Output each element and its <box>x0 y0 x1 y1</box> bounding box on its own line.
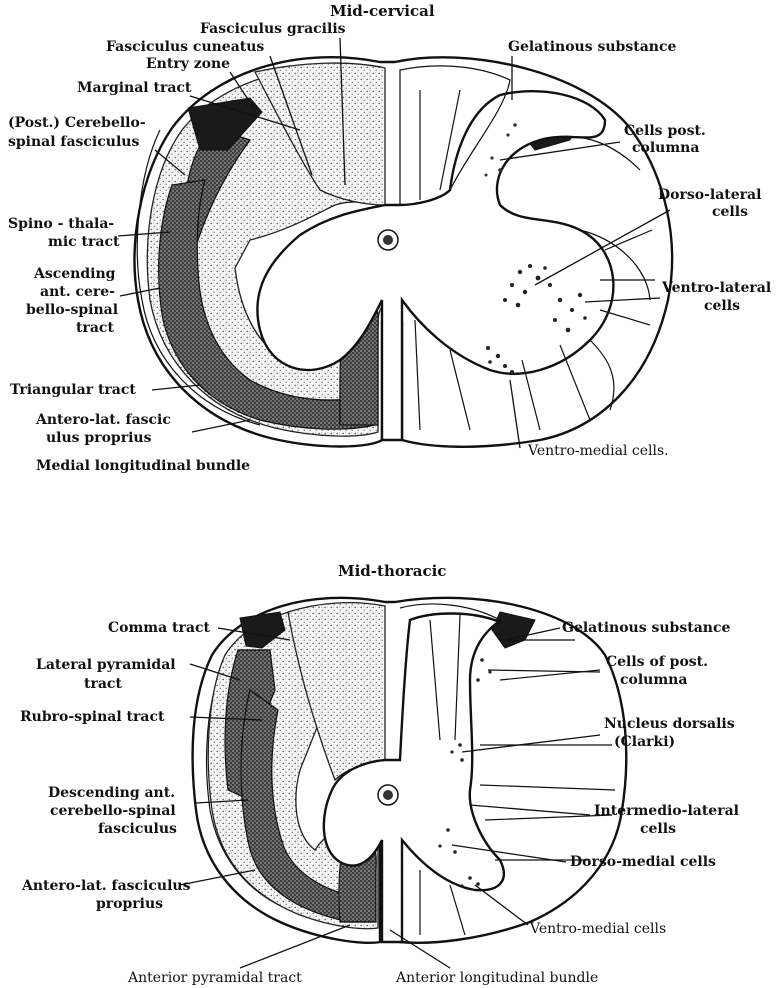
thoracic-section: Mid-thoracic Comma tract Lateral pyramid… <box>20 562 739 986</box>
label-ascending-3: bello-spinal <box>26 302 118 318</box>
label-medial-longitudinal: Medial longitudinal bundle <box>36 458 250 474</box>
label-nucleus-dorsalis-2: (Clarki) <box>614 734 675 750</box>
label-antero-lat-t-1: Antero-lat. fasciculus <box>21 878 191 894</box>
label-post-cerebello-2: spinal fasciculus <box>8 134 139 150</box>
label-antero-lat-1: Antero-lat. fascic <box>35 412 171 428</box>
label-post-cerebello-1: (Post.) Cerebello- <box>8 115 146 131</box>
label-cells-post-t-2: columna <box>620 672 687 688</box>
label-ascending-2: ant. cere- <box>40 284 115 300</box>
label-entry-zone: Entry zone <box>146 56 230 72</box>
label-descending-2: cerebello-spinal <box>50 803 176 819</box>
label-spino-thalamic-2: mic tract <box>48 234 120 250</box>
cervical-section: Mid-cervical Fasciculus gracilis Fascicu… <box>8 2 771 474</box>
label-spino-thalamic-1: Spino - thala- <box>8 216 114 232</box>
label-fasciculus-gracilis: Fasciculus gracilis <box>200 21 346 37</box>
label-dorso-lateral-1: Dorso-lateral <box>658 187 761 203</box>
label-ascending-4: tract <box>76 320 114 336</box>
label-ventro-lateral-2: cells <box>704 298 740 314</box>
label-triangular-tract: Triangular tract <box>10 382 136 398</box>
label-nucleus-dorsalis-1: Nucleus dorsalis <box>604 716 735 732</box>
label-anterior-longitudinal: Anterior longitudinal bundle <box>395 970 598 986</box>
label-dorso-lateral-2: cells <box>712 204 748 220</box>
label-descending-3: fasciculus <box>98 821 177 837</box>
label-ventro-medial-t: Ventro-medial cells <box>529 921 666 937</box>
label-antero-lat-2: ulus proprius <box>46 430 152 446</box>
label-marginal-tract: Marginal tract <box>77 80 192 96</box>
label-lateral-pyramidal-1: Lateral pyramidal <box>36 657 176 673</box>
label-cells-post-t-1: Cells of post. <box>606 654 708 670</box>
label-lateral-pyramidal-2: tract <box>84 676 122 692</box>
label-ventro-lateral-1: Ventro-lateral <box>661 280 771 296</box>
label-fasciculus-cuneatus: Fasciculus cuneatus <box>106 39 264 55</box>
label-intermedio-lateral-2: cells <box>640 821 676 837</box>
label-cells-post-2: columna <box>632 140 699 156</box>
cervical-title: Mid-cervical <box>330 2 435 20</box>
thoracic-right-root-fibres <box>492 612 535 648</box>
label-gelatinous-t: Gelatinous substance <box>562 620 730 636</box>
label-antero-lat-t-2: proprius <box>96 896 163 912</box>
label-ascending-1: Ascending <box>33 266 116 282</box>
label-cells-post-1: Cells post. <box>624 123 706 139</box>
label-rubro-spinal: Rubro-spinal tract <box>20 709 165 725</box>
label-ventro-medial: Ventro-medial cells. <box>527 443 669 459</box>
label-descending-1: Descending ant. <box>48 785 175 801</box>
label-comma-tract: Comma tract <box>108 620 210 636</box>
label-dorso-medial: Dorso-medial cells <box>570 854 716 870</box>
label-gelatinous: Gelatinous substance <box>508 39 676 55</box>
label-anterior-pyramidal: Anterior pyramidal tract <box>127 970 302 986</box>
thoracic-title: Mid-thoracic <box>338 562 446 580</box>
label-intermedio-lateral-1: Intermedio-lateral <box>594 803 739 819</box>
